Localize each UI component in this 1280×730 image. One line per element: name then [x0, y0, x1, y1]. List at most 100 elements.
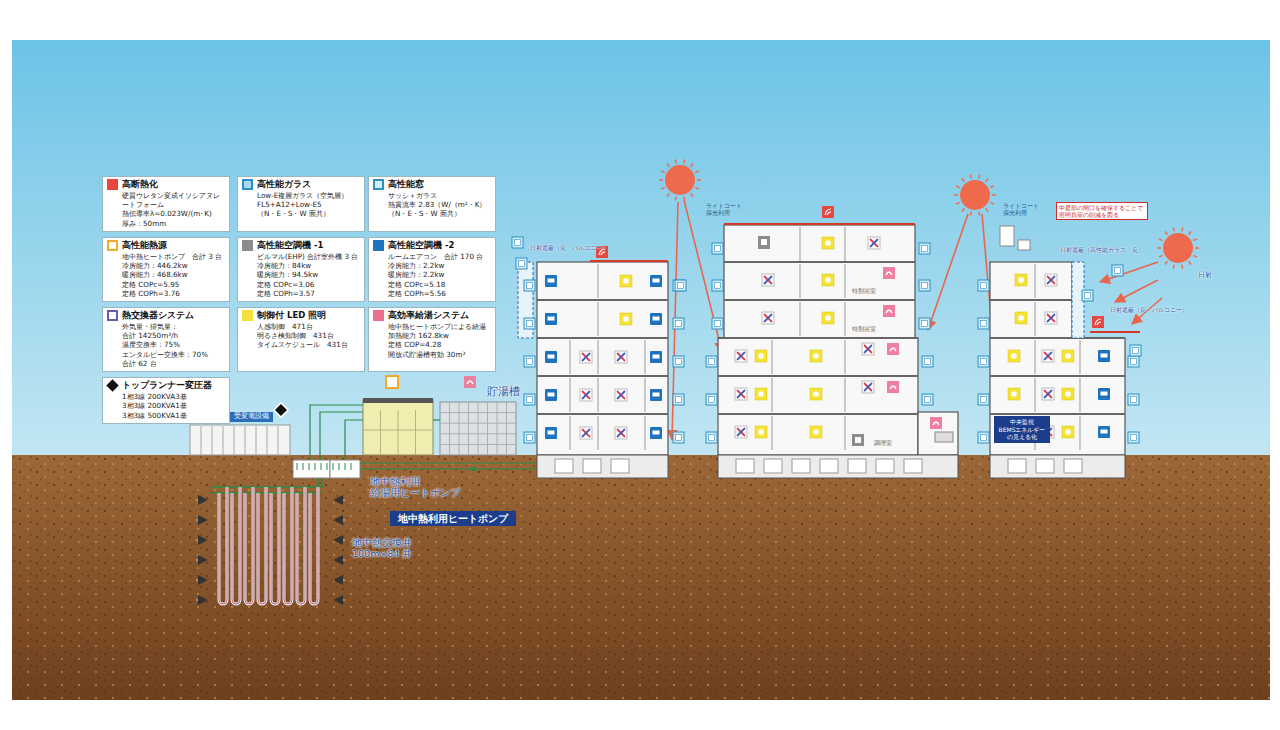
- room-icon: [762, 312, 774, 324]
- led-mark: [825, 315, 831, 321]
- room-icon: [712, 280, 723, 291]
- window-icon: [978, 432, 989, 443]
- hx-mark: [617, 391, 625, 399]
- room-icon: [650, 427, 662, 439]
- tank-panel: [440, 433, 516, 434]
- window-icon: [712, 280, 723, 291]
- aircon-icon: [545, 313, 557, 325]
- room-icon: [615, 389, 627, 401]
- legend-body: 定格 COPh=5.56: [373, 289, 491, 298]
- room-icon: [919, 318, 930, 329]
- legend-body: 温度交換率：75%: [107, 340, 225, 349]
- room-icon: [1062, 350, 1074, 362]
- room-icon: [524, 394, 535, 405]
- room-icon: [615, 427, 627, 439]
- window-icon: [919, 243, 930, 254]
- window-icon: [712, 243, 723, 254]
- unit-detail: [327, 463, 328, 470]
- led-mark: [825, 277, 831, 283]
- window-mark: [527, 359, 533, 365]
- heat-exchanger-icon: [615, 427, 627, 439]
- legend-body: 冷房能力：84kw: [242, 261, 360, 270]
- sky: [12, 40, 1270, 456]
- floor-slab: [724, 299, 915, 301]
- ehp-icon: [852, 434, 864, 446]
- sun-ray: [962, 179, 964, 182]
- heat-exchange-well: [271, 487, 279, 604]
- window-mark: [527, 321, 533, 327]
- ehp-mark: [855, 437, 861, 443]
- sun-ray: [954, 194, 958, 196]
- window-mark: [676, 397, 682, 403]
- partition: [598, 416, 599, 450]
- sun-ray: [683, 197, 685, 201]
- tank-panel: [468, 402, 469, 455]
- sun-ray: [986, 208, 988, 211]
- window-icon: [978, 280, 989, 291]
- room-icon: [545, 427, 557, 439]
- room-icon: [755, 426, 767, 438]
- partition: [845, 416, 846, 450]
- sun-ray: [1195, 247, 1199, 249]
- insulation-icon: [822, 206, 834, 218]
- insulation-mark: [825, 209, 831, 215]
- room-icon: [620, 275, 632, 287]
- hx-mark: [1044, 352, 1052, 360]
- sun-ray: [1165, 261, 1167, 264]
- heading-row: 制御付 LED 照明: [242, 310, 360, 321]
- legend-icon: [242, 179, 253, 190]
- hx-mark: [582, 429, 590, 437]
- foundation-room: [583, 459, 601, 473]
- aircon-icon: [650, 275, 662, 287]
- hx-mark: [764, 314, 772, 322]
- room-icon: [862, 381, 874, 393]
- pipe: [470, 468, 548, 469]
- sunlight-arrow: [1100, 262, 1158, 282]
- room-icon: [712, 318, 723, 329]
- aircon-icon: [1098, 388, 1110, 400]
- led-mark: [813, 429, 819, 435]
- legend-body: 3相3線 200KVA1基: [107, 401, 225, 410]
- legend-body: 厚み：50mm: [107, 219, 225, 228]
- cabinet-door: [278, 426, 279, 455]
- window-mark: [527, 435, 533, 441]
- legend-box: 高性能空調機 -1ビルマル(EHP) 合計室外機 3 台冷房能力：84kw暖房能…: [237, 237, 365, 302]
- hx-mark: [764, 276, 772, 284]
- legend-box: トップランナー変圧器1相3線 200KVA3基3相3線 200KVA1基3相3線…: [102, 377, 230, 424]
- hx-mark: [870, 239, 878, 247]
- partition: [772, 340, 773, 374]
- hx-mark: [617, 429, 625, 437]
- floor-slab: [724, 261, 915, 263]
- partition: [1035, 302, 1036, 336]
- foundation-room: [1064, 459, 1082, 473]
- window-mark: [709, 435, 715, 441]
- heat-exchange-well: [219, 487, 227, 604]
- window-mark: [981, 359, 987, 365]
- hot-water-icon: [887, 381, 899, 393]
- window-icon: [512, 237, 523, 248]
- sun: [665, 165, 695, 195]
- room-icon: [524, 432, 535, 443]
- legend-body: ルームエアコン 合計 170 台: [373, 252, 491, 261]
- legend-box: 制御付 LED 照明人感制御 471台明るさ検知制御 431台タイムスケジュール…: [237, 307, 365, 372]
- legend-heading: 熱交換器システム: [122, 310, 194, 321]
- partition: [598, 340, 599, 374]
- legend-box: 熱交換器システム外気量・排気量：合計 14250m³/h温度交換率：75%エンタ…: [102, 307, 230, 372]
- window-icon: [712, 318, 723, 329]
- hot-water-icon: [883, 267, 895, 279]
- room-icon: [524, 280, 535, 291]
- hot-water-mark: [886, 310, 892, 313]
- led-icon: [620, 275, 632, 287]
- sun-ray: [683, 160, 685, 164]
- insulation-icon: [1092, 316, 1104, 328]
- legend-body: 冷房能力：446.2kw: [107, 261, 225, 270]
- led-mark: [1018, 315, 1024, 321]
- led-icon: [1062, 388, 1074, 400]
- room-icon: [650, 275, 662, 287]
- room-icon: [758, 236, 770, 248]
- window-icon: [673, 356, 684, 367]
- hx-mark: [764, 276, 772, 284]
- tank-panel: [449, 402, 450, 455]
- hx-mark: [864, 345, 872, 353]
- hot-water-tank: [440, 402, 516, 455]
